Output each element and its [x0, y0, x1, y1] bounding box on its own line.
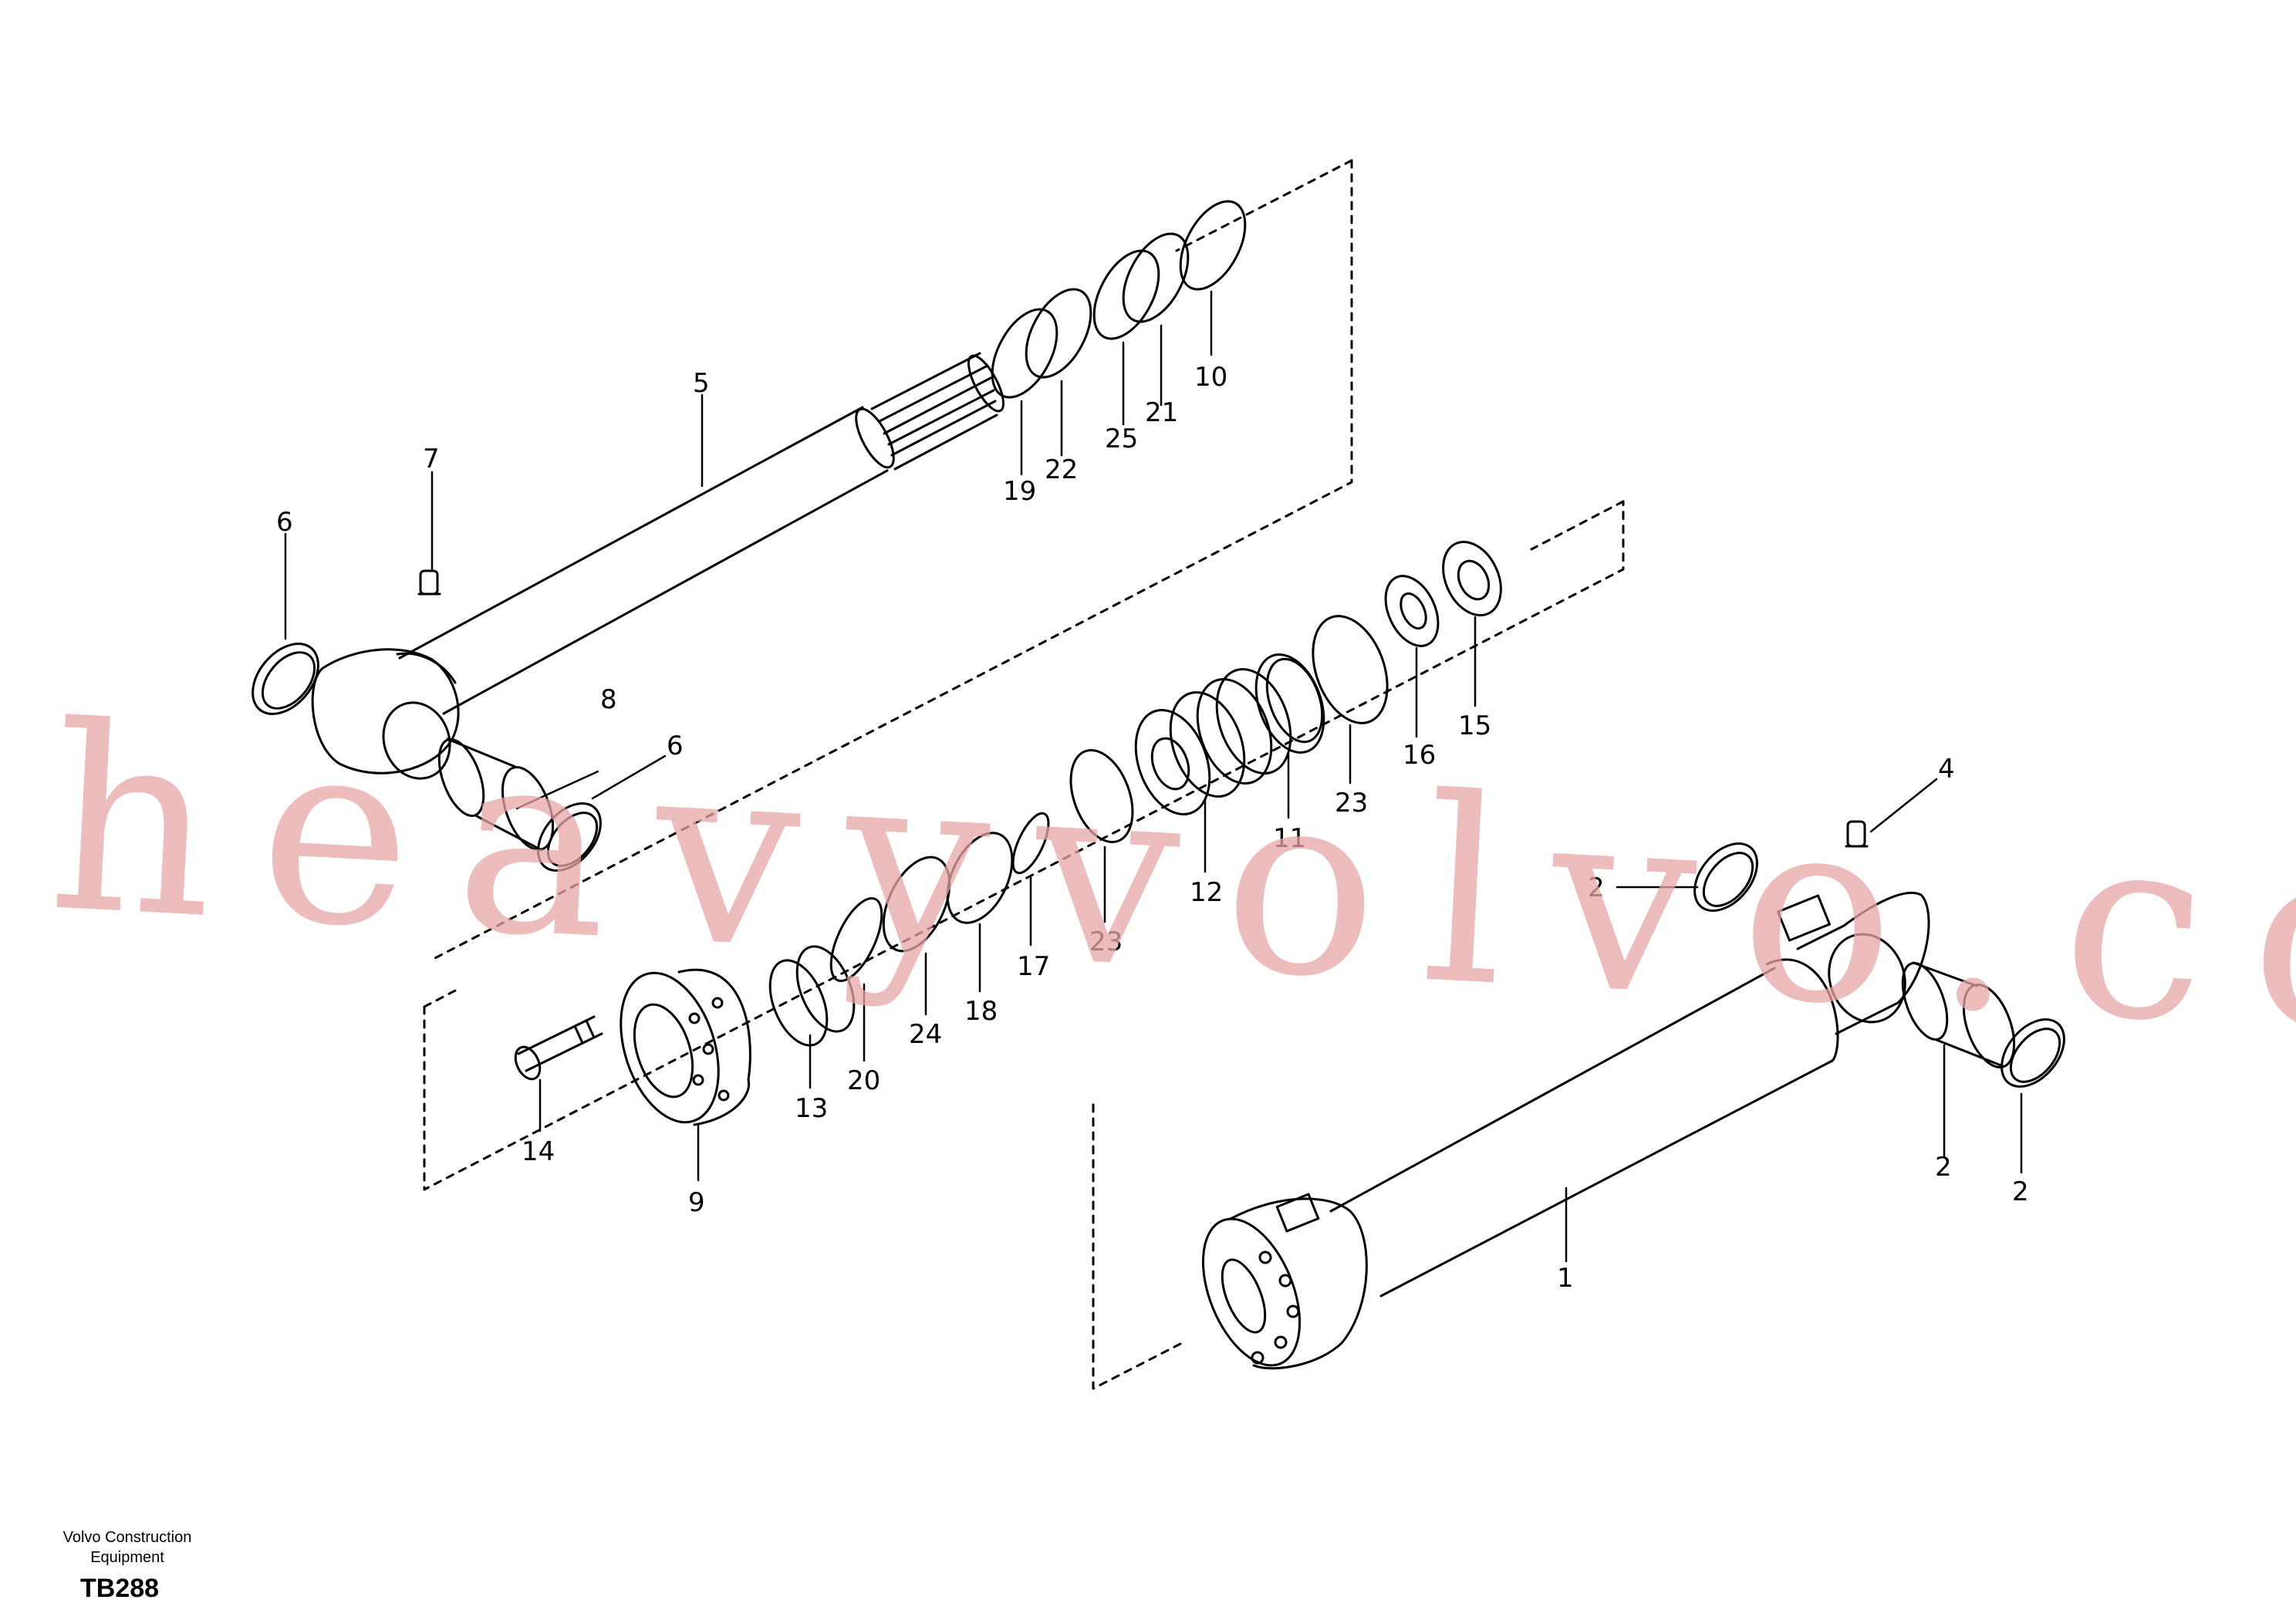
callout-11: 11	[1273, 823, 1306, 854]
callout-5: 5	[693, 368, 710, 399]
drawing-code: TB288	[80, 1574, 160, 1603]
piston-rings-11-23	[1254, 615, 1389, 754]
callout-7: 7	[423, 444, 440, 474]
callout-2a: 2	[1588, 872, 1605, 903]
seal-ring-6-lower	[537, 802, 602, 872]
seal-ring-2-upper	[1693, 842, 1758, 912]
callout-13: 13	[795, 1093, 828, 1124]
callout-23b: 23	[1089, 926, 1123, 957]
nut-15	[1442, 540, 1502, 617]
leader-lines	[284, 290, 2023, 1263]
cylinder-tube	[1201, 891, 1930, 1370]
company-name: Volvo Construction Equipment	[39, 1527, 216, 1568]
callout-8: 8	[600, 684, 617, 715]
callout-labels: 1 2 2 2 4 5 6 6 7 8 9 10 11 12 13 14 15 …	[276, 362, 2029, 1294]
head-seal-rings	[829, 748, 1134, 983]
bolt-14	[514, 1015, 603, 1081]
piston-12	[1134, 668, 1292, 815]
rod-seal-rings	[991, 200, 1247, 399]
callout-9: 9	[688, 1187, 705, 1218]
callout-2c: 2	[1935, 1152, 1952, 1183]
callout-21: 21	[1145, 397, 1178, 428]
callout-24: 24	[909, 1019, 942, 1050]
grease-nipple-4	[1845, 820, 1869, 848]
cylinder-eye	[1777, 894, 1906, 1024]
callout-25: 25	[1105, 424, 1138, 454]
bushing-2	[1901, 961, 2016, 1068]
callout-16: 16	[1403, 740, 1436, 771]
assembly-box-piston-rod	[430, 159, 1353, 961]
grease-nipple-7	[417, 569, 441, 596]
callout-4: 4	[1938, 754, 1955, 785]
assembly-box-head	[423, 500, 1625, 1191]
callout-6b: 6	[667, 731, 684, 761]
callout-15: 15	[1458, 710, 1491, 741]
callout-22: 22	[1045, 454, 1078, 485]
watermark: heavyvolvo.com	[43, 670, 2296, 1107]
callout-18: 18	[964, 996, 998, 1027]
company-line-2: Equipment	[90, 1549, 164, 1566]
company-line-1: Volvo Construction	[62, 1529, 192, 1546]
callout-2b: 2	[2012, 1176, 2029, 1207]
bushing-8	[437, 737, 555, 852]
seal-ring-2-lower	[2001, 1018, 2065, 1088]
cylinder-head-9	[620, 968, 751, 1126]
callout-6a: 6	[276, 507, 293, 538]
callout-23a: 23	[1335, 788, 1368, 818]
callout-1: 1	[1557, 1263, 1574, 1294]
seal-ring-6-upper	[252, 643, 319, 715]
callout-19: 19	[1003, 476, 1036, 507]
callout-14: 14	[522, 1136, 555, 1167]
washer-16	[1384, 575, 1440, 647]
callout-20: 20	[847, 1065, 880, 1096]
callout-12: 12	[1190, 877, 1223, 908]
callout-17: 17	[1017, 951, 1050, 982]
callout-10: 10	[1194, 362, 1227, 393]
piston-rod	[398, 352, 1004, 715]
assembly-box-cylinder	[1092, 1103, 1182, 1390]
